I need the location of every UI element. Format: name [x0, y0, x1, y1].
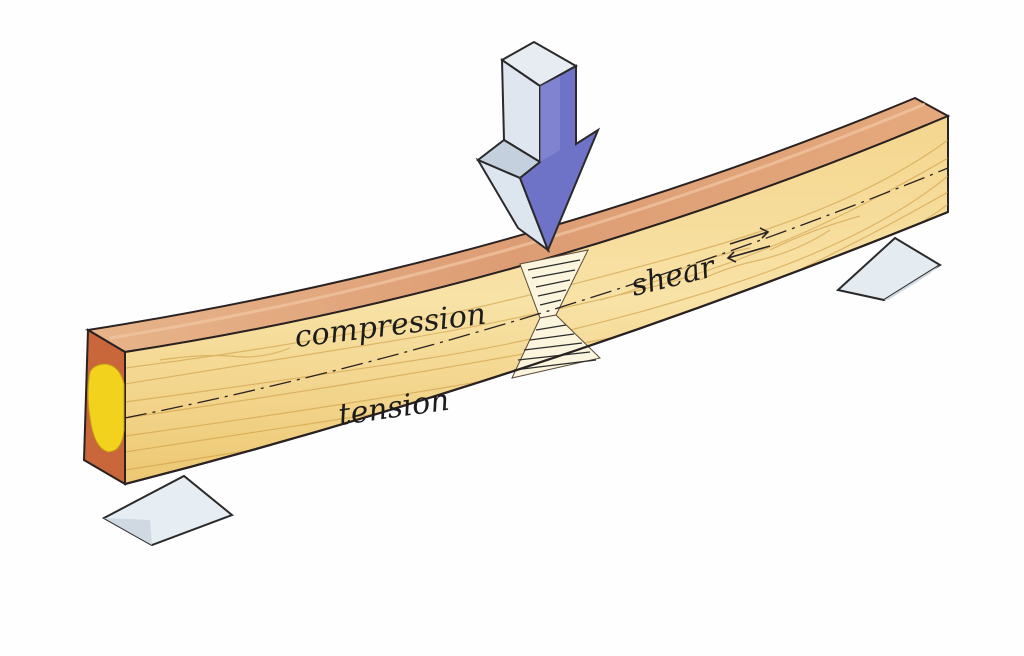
down-arrow-icon: [475, 40, 601, 253]
shear-arrows-icon: [726, 227, 771, 263]
neutral-axis-line: [124, 167, 949, 419]
shear-zone: [511, 249, 602, 379]
right-support: [835, 236, 942, 302]
left-support: [101, 474, 234, 547]
beam-end-face: [82, 328, 126, 486]
